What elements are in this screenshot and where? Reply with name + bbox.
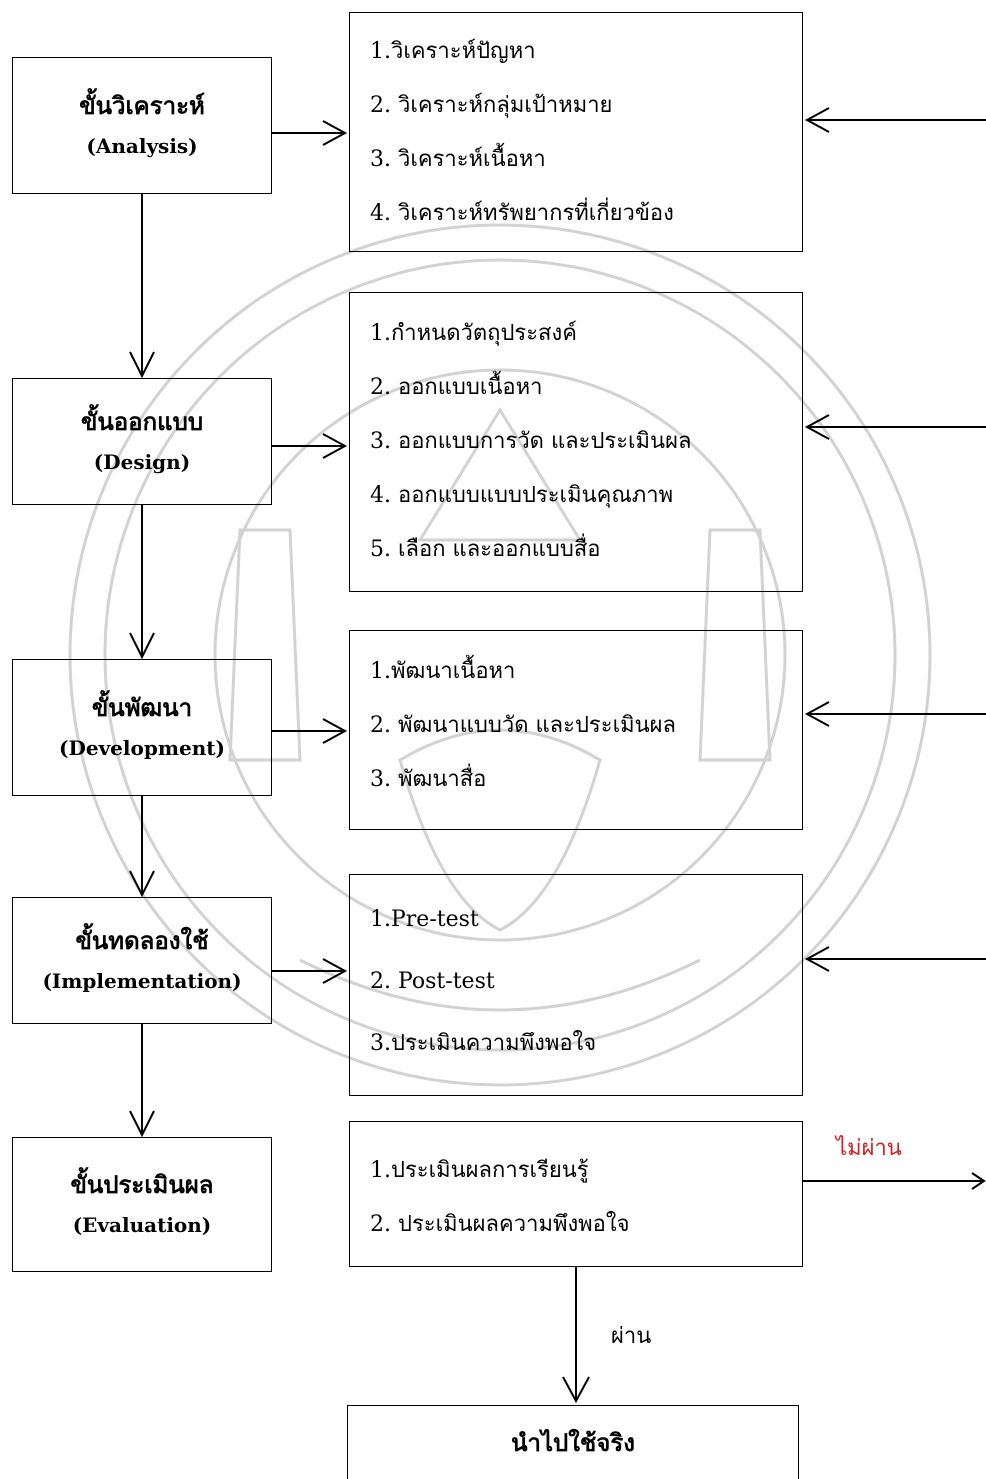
arrowhead-icon xyxy=(129,1110,155,1138)
arrowhead-icon xyxy=(129,632,155,660)
detail-box-evaluation: 1.ประเมินผลการเรียนรู้ 2. ประเมินผลความพ… xyxy=(349,1121,803,1267)
stage-title-th: ขั้นวิเคราะห์ xyxy=(79,90,205,120)
arrowhead-icon xyxy=(804,946,830,972)
arrowhead-icon xyxy=(322,433,348,459)
stage-title-en: (Evaluation) xyxy=(72,1212,212,1237)
detail-item: 4. วิเคราะห์ทรัพยากรที่เกี่ยวข้อง xyxy=(370,201,674,226)
detail-item: 2. วิเคราะห์กลุ่มเป้าหมาย xyxy=(370,93,613,118)
detail-item: 1.ประเมินผลการเรียนรู้ xyxy=(370,1158,589,1183)
detail-item: 1.วิเคราะห์ปัญหา xyxy=(370,39,536,64)
detail-item: 3. พัฒนาสื่อ xyxy=(370,767,487,792)
detail-item: 4. ออกแบบแบบประเมินคุณภาพ xyxy=(370,483,674,508)
stage-title-th: ขั้นทดลองใช้ xyxy=(75,925,209,955)
detail-item: 3. วิเคราะห์เนื้อหา xyxy=(370,147,546,172)
detail-item: 1.กำหนดวัตถุประสงค์ xyxy=(370,321,577,346)
pass-label: ผ่าน xyxy=(611,1324,652,1349)
detail-item: 2. ออกแบบเนื้อหา xyxy=(370,375,543,400)
stage-title-th: ขั้นออกแบบ xyxy=(80,406,204,436)
detail-box-design: 1.กำหนดวัตถุประสงค์ 2. ออกแบบเนื้อหา 3. … xyxy=(349,292,803,592)
arrowhead-icon xyxy=(322,958,348,984)
detail-item: 3. ออกแบบการวัด และประเมินผล xyxy=(370,429,692,454)
arrowhead-icon xyxy=(971,1172,986,1190)
detail-box-implementation: 1.Pre-test 2. Post-test 3.ประเมินความพึง… xyxy=(349,874,803,1096)
detail-item: 1.พัฒนาเนื้อหา xyxy=(370,659,516,684)
stage-title-th: ขั้นประเมินผล xyxy=(70,1169,214,1199)
stage-box-development: ขั้นพัฒนา (Development) xyxy=(12,659,272,796)
arrowhead-icon xyxy=(804,701,830,727)
arrowhead-icon xyxy=(322,718,348,744)
detail-box-analysis: 1.วิเคราะห์ปัญหา 2. วิเคราะห์กลุ่มเป้าหม… xyxy=(349,12,803,252)
stage-title-en: (Implementation) xyxy=(42,968,242,993)
stage-box-implementation: ขั้นทดลองใช้ (Implementation) xyxy=(12,897,272,1024)
arrowhead-icon xyxy=(129,351,155,379)
stage-title-th: ขั้นพัฒนา xyxy=(91,692,193,722)
detail-item: 2. Post-test xyxy=(370,969,495,994)
stage-title-en: (Design) xyxy=(93,449,191,474)
fail-label: ไม่ผ่าน xyxy=(836,1136,902,1161)
final-box: นำไปใช้จริง xyxy=(347,1405,799,1479)
detail-item: 2. พัฒนาแบบวัด และประเมินผล xyxy=(370,713,677,738)
arrowhead-icon xyxy=(804,107,830,133)
stage-box-evaluation: ขั้นประเมินผล (Evaluation) xyxy=(12,1137,272,1272)
arrowhead-icon xyxy=(129,870,155,898)
arrowhead-icon xyxy=(322,120,348,146)
arrowhead-icon xyxy=(562,1376,590,1404)
final-label: นำไปใช้จริง xyxy=(511,1427,635,1457)
detail-item: 1.Pre-test xyxy=(370,907,479,932)
stage-title-en: (Development) xyxy=(59,735,225,760)
stage-title-en: (Analysis) xyxy=(86,133,198,158)
arrowhead-icon xyxy=(804,414,830,440)
detail-item: 2. ประเมินผลความพึงพอใจ xyxy=(370,1212,630,1237)
detail-box-development: 1.พัฒนาเนื้อหา 2. พัฒนาแบบวัด และประเมิน… xyxy=(349,630,803,830)
stage-box-analysis: ขั้นวิเคราะห์ (Analysis) xyxy=(12,57,272,194)
stage-box-design: ขั้นออกแบบ (Design) xyxy=(12,378,272,505)
detail-item: 3.ประเมินความพึงพอใจ xyxy=(370,1031,597,1056)
detail-item: 5. เลือก และออกแบบสื่อ xyxy=(370,537,601,562)
